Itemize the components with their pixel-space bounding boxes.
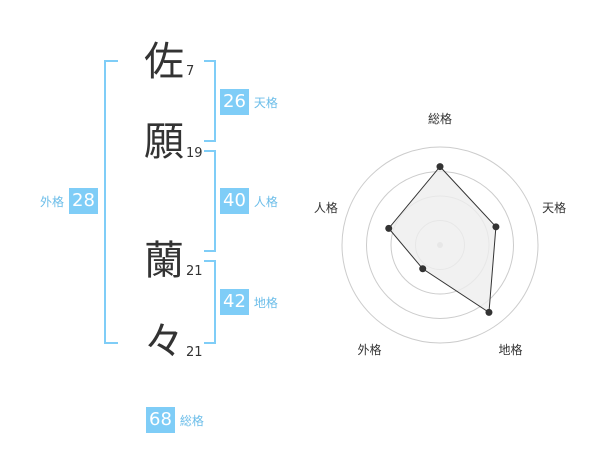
stroke-count-1: 7 — [186, 64, 195, 79]
name-char-1: 佐 — [144, 39, 184, 85]
radar-point-3 — [419, 265, 427, 273]
radar-axis-label-2: 地格 — [499, 342, 523, 357]
gaikaku-bracket — [104, 60, 118, 344]
stroke-count-3: 21 — [186, 264, 203, 279]
soukaku-score: 68 総格 — [146, 407, 204, 433]
chikaku-label: 地格 — [253, 295, 278, 310]
jinkaku-value: 40 — [220, 188, 249, 214]
radar-polygon — [388, 165, 497, 314]
stroke-count-4: 21 — [186, 345, 203, 360]
radar-ring-4 — [341, 146, 539, 344]
radar-axis-label-1: 天格 — [542, 200, 566, 215]
tenkaku-label: 天格 — [253, 95, 278, 110]
tenkaku-bracket — [204, 60, 216, 142]
jinkaku-label: 人格 — [253, 194, 278, 209]
soukaku-value: 68 — [146, 407, 175, 433]
radar-point-4 — [385, 224, 393, 232]
radar-axis-label-0: 総格 — [428, 111, 452, 126]
radar-axis-label-3: 外格 — [357, 342, 381, 357]
soukaku-label: 総格 — [179, 413, 204, 428]
stroke-count-2: 19 — [186, 146, 203, 161]
name-char-2: 願 — [144, 119, 184, 165]
radar-point-0 — [436, 163, 444, 171]
gaikaku-label: 外格 — [40, 194, 65, 209]
chikaku-score: 42 地格 — [220, 289, 278, 315]
name-char-4: 々 — [144, 319, 184, 365]
tenkaku-score: 26 天格 — [220, 89, 278, 115]
gaikaku-value: 28 — [69, 188, 98, 214]
gaikaku-score: 外格 28 — [40, 188, 98, 214]
radar-axis-label-4: 人格 — [314, 200, 338, 215]
chikaku-value: 42 — [220, 289, 249, 315]
jinkaku-score: 40 人格 — [220, 188, 278, 214]
radar-point-1 — [492, 223, 500, 231]
tenkaku-value: 26 — [220, 89, 249, 115]
radar-shape — [385, 163, 500, 316]
jinkaku-bracket — [204, 150, 216, 252]
name-char-3: 蘭 — [144, 238, 184, 284]
chikaku-bracket — [204, 260, 216, 344]
radar-point-2 — [485, 308, 493, 316]
